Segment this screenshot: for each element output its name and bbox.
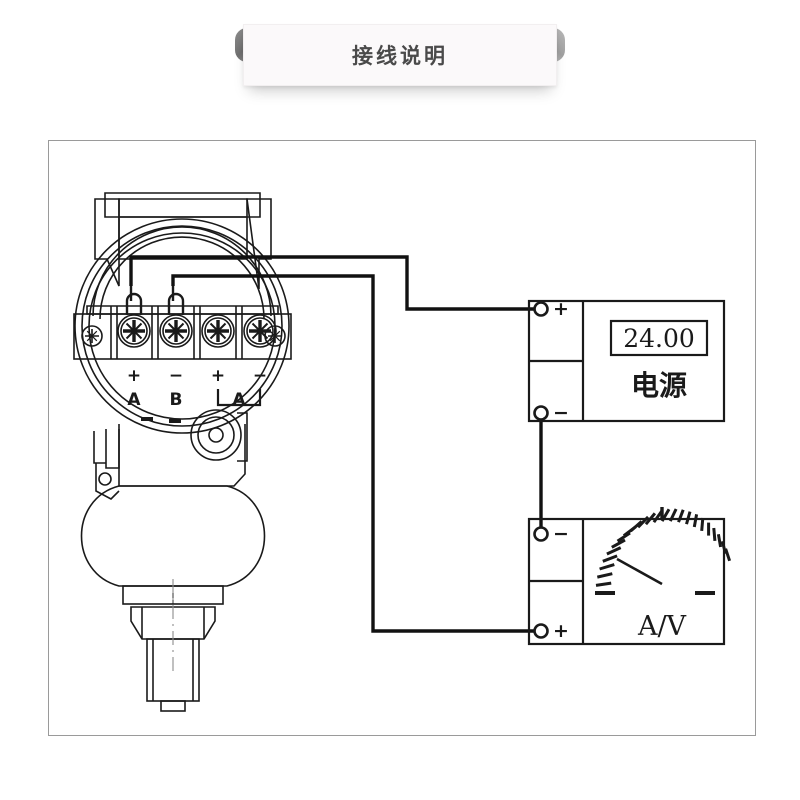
power-supply-terminal-plus-node <box>533 301 549 317</box>
meter-terminal-plus-label: + <box>553 620 569 642</box>
terminal-channel-label: B <box>170 390 183 410</box>
wiring-diagram-frame: + − + − A B A <box>48 140 756 736</box>
transmitter-neck <box>93 409 248 500</box>
terminal-side-screw <box>81 325 103 347</box>
meter-terminal-minus-node <box>533 526 549 542</box>
terminal-screw-a-plus[interactable] <box>117 314 151 348</box>
terminal-screw-aux-plus[interactable] <box>201 314 235 348</box>
meter-label: A/V <box>637 611 687 642</box>
power-supply-display-value: 24.00 <box>623 324 695 353</box>
terminal-polarity-label: + <box>211 366 225 386</box>
terminal-polarity-label: − <box>169 366 183 386</box>
terminal-polarity-label: + <box>127 366 141 386</box>
power-supply-terminal-minus-node <box>533 405 549 421</box>
page-title: 接线说明 <box>352 44 448 68</box>
transmitter-sensor-capsule <box>80 485 266 587</box>
terminal-polarity-label: − <box>253 366 267 386</box>
wire-transmitter-A-plus-to-supply-plus <box>129 255 541 311</box>
terminal-channel-label: A <box>127 390 141 410</box>
power-supply-terminal-plus-label: + <box>553 298 569 320</box>
meter-gauge <box>595 507 732 595</box>
header-banner-group: 接线说明 <box>235 24 565 86</box>
power-supply-terminal-minus-label: − <box>553 402 569 424</box>
terminal-lug-a <box>125 286 143 315</box>
terminal-channel-label: A <box>232 390 246 410</box>
header-banner: 接线说明 <box>243 24 557 86</box>
terminal-channel-bracket <box>216 389 262 407</box>
transmitter-side-port <box>190 409 248 462</box>
power-supply-box <box>527 299 726 423</box>
process-connection-thread <box>146 638 200 712</box>
power-supply-label: 电源 <box>631 369 687 402</box>
wire-transmitter-B-minus-to-meter-plus <box>171 274 541 633</box>
process-connection-hex-nut <box>130 606 216 640</box>
terminal-block <box>73 286 292 360</box>
meter-box <box>527 517 726 646</box>
power-supply-display-frame <box>609 319 709 357</box>
meter-needle <box>616 557 663 586</box>
terminal-screw-aux-minus[interactable] <box>243 314 277 348</box>
meter-terminal-plus-node <box>533 623 549 639</box>
meter-terminal-minus-label: − <box>553 523 569 545</box>
wiring-diagram: + − + − A B A <box>73 192 732 712</box>
terminal-screw-b-minus[interactable] <box>159 314 193 348</box>
terminal-lug-b <box>167 286 185 315</box>
